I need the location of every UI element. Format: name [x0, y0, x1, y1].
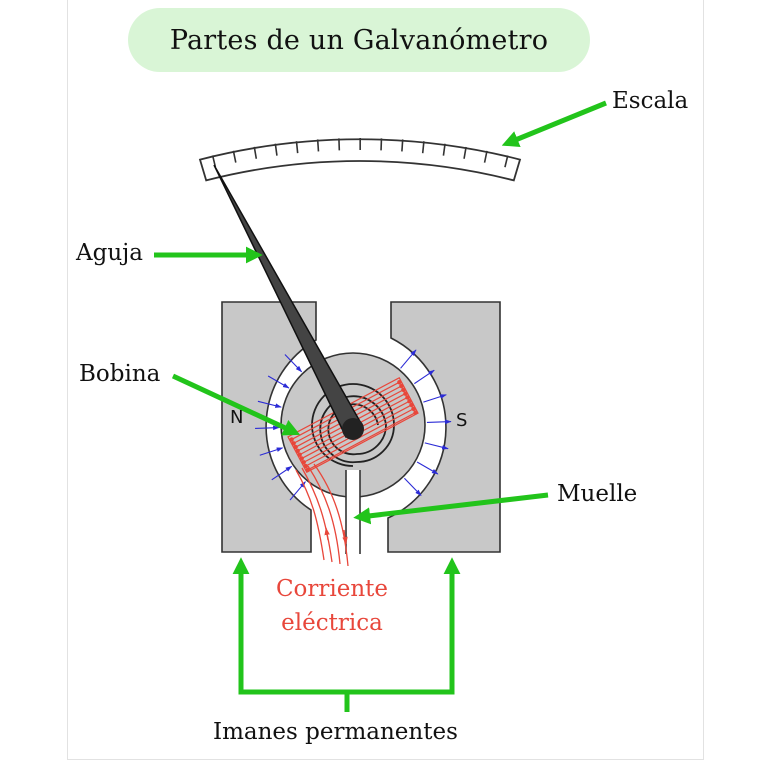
page-title: Partes de un Galvanómetro	[169, 24, 549, 56]
field-arrow	[267, 375, 290, 389]
coil-wire-end	[397, 380, 402, 385]
coil-winding	[305, 411, 418, 472]
field-arrow	[426, 419, 452, 425]
scale-tick	[442, 143, 446, 156]
coil	[287, 376, 419, 474]
label-corriente-line2: eléctrica	[281, 610, 383, 636]
label-arrows	[154, 100, 607, 712]
label-escala: Escala	[612, 88, 689, 114]
field-arrow	[404, 477, 422, 496]
scale-tick	[463, 146, 467, 159]
arrow-escala	[501, 100, 607, 148]
coil-wire-end	[297, 452, 302, 457]
scale-ticks	[211, 137, 509, 168]
arrow-muelle	[353, 492, 549, 525]
scale-tick	[316, 139, 320, 152]
field-arrow	[416, 461, 439, 475]
coil-wire-end	[305, 467, 310, 473]
coil-wire-end	[289, 437, 294, 442]
label-corriente: Corriente eléctrica	[262, 572, 402, 640]
diagram-frame	[67, 0, 704, 760]
coil-wire-end	[295, 448, 300, 454]
coil-wire-end	[403, 391, 408, 396]
pole-n-label: N	[230, 407, 244, 428]
field-arrow	[259, 447, 284, 456]
coil-wire-end	[399, 383, 404, 389]
label-corriente-line1: Corriente	[275, 576, 389, 602]
label-muelle: Muelle	[557, 481, 638, 507]
spring-gap	[346, 470, 360, 554]
coil-wire-end	[409, 402, 414, 408]
pole-s-label: S	[456, 410, 468, 431]
field-arrow	[257, 400, 282, 408]
field-arrow	[423, 394, 447, 403]
coil-wire-end	[303, 463, 308, 469]
field-arrow	[424, 442, 449, 450]
field-arrow	[271, 465, 293, 481]
scale-arc	[198, 138, 522, 182]
coil-wire-end	[301, 460, 306, 465]
field-arrow	[400, 349, 417, 369]
field-arrow	[414, 369, 435, 385]
scale-tick	[253, 146, 258, 159]
current-wires	[295, 463, 349, 567]
coil-wire-end	[411, 406, 416, 412]
label-imanes: Imanes permanentes	[213, 719, 458, 745]
scale-tick	[483, 150, 488, 163]
coil-wire-end	[407, 399, 412, 404]
coil-wire-end	[293, 444, 298, 450]
magnetic-field-lines	[255, 349, 452, 501]
coil-wire-end	[405, 395, 410, 400]
needle	[213, 164, 364, 440]
field-arrow	[284, 354, 303, 373]
coil-wire-end	[401, 387, 406, 393]
scale-tick	[232, 150, 237, 163]
arrow-imanes-bracket	[232, 557, 350, 712]
field-arrow	[289, 481, 306, 501]
scale-tick	[421, 141, 425, 154]
arrow-bobina	[171, 373, 301, 436]
scale-tick	[504, 155, 509, 168]
label-bobina: Bobina	[79, 361, 161, 387]
scale-tick	[274, 143, 278, 156]
scale-tick	[401, 139, 404, 152]
label-aguja: Aguja	[76, 240, 143, 266]
coil-wire-end	[413, 410, 418, 415]
title-banner: Partes de un Galvanómetro	[128, 8, 590, 72]
coil-wire-end	[299, 456, 304, 461]
scale	[198, 137, 522, 182]
coil-wire-end	[291, 441, 296, 446]
field-arrow	[255, 425, 280, 431]
scale-tick	[295, 141, 299, 154]
